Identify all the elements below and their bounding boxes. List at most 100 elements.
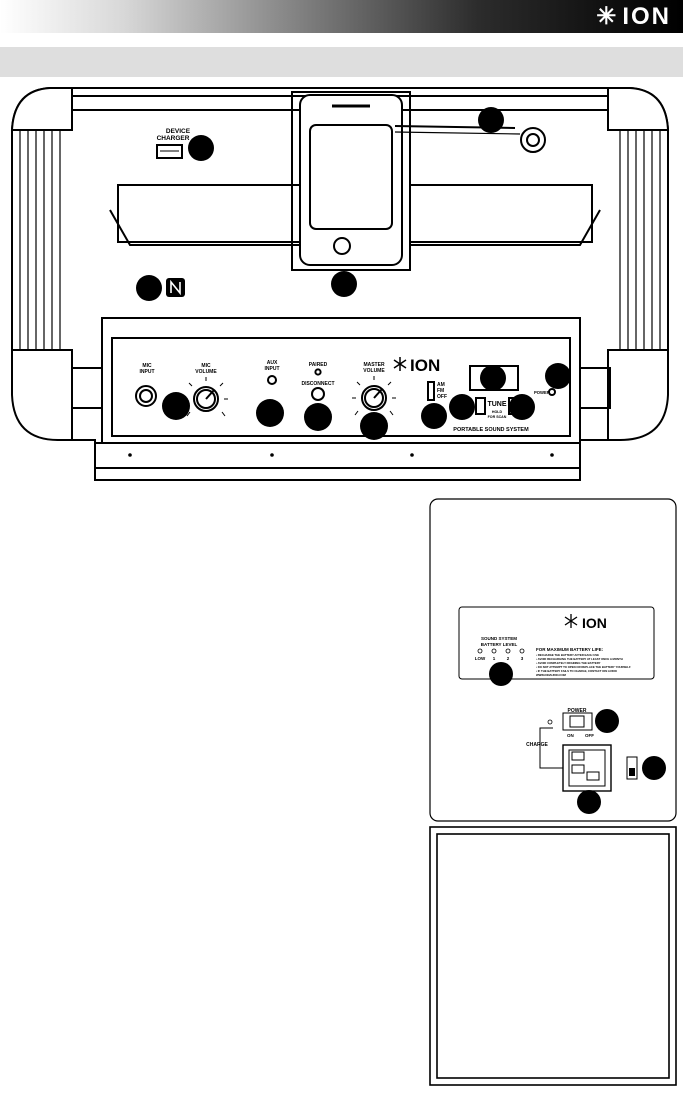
panel-starburst-icon [393, 357, 407, 371]
battery-label-1: SOUND SYSTEM [481, 636, 517, 641]
callout-voltage-switch [642, 756, 666, 780]
callout-dock [331, 271, 357, 297]
rear-panel-box [429, 498, 677, 822]
mic-input-label-2: INPUT [140, 369, 155, 375]
tip-6: WWW.IONAUDIO.COM [536, 673, 566, 677]
level-2: 2 [507, 656, 510, 661]
tip-4: • DO NOT ATTEMPT TO OPEN OR REPLACE THE … [536, 665, 631, 669]
callout-device-charger [188, 135, 214, 161]
level-low: LOW [475, 656, 486, 661]
device-charger-label-1: DEVICE [166, 128, 191, 135]
tip-2: • AVOID RECHARGING THE BATTERY AT LEAST … [536, 657, 623, 661]
callout-rear-power [595, 709, 619, 733]
band-fm-label: FM [437, 388, 444, 394]
phone-home-button [333, 237, 351, 255]
callout-battery-level [489, 662, 513, 686]
power-label: POWER [534, 390, 550, 395]
level-3: 3 [521, 656, 524, 661]
callouts-main [136, 107, 571, 440]
tune-down-button [475, 397, 486, 415]
mic-input-label-1: MIC [142, 363, 152, 369]
battery-label-plate [458, 606, 655, 680]
device-charger-label-2: CHARGER [157, 135, 190, 142]
phone-outline [299, 94, 403, 266]
power-rocker-switch [569, 715, 585, 728]
charge-led [547, 719, 553, 725]
usb-charger-port [156, 144, 183, 159]
battery-label-2: BATTERY LEVEL [481, 642, 518, 647]
power-led [548, 388, 556, 396]
aux-input-label-2: INPUT [265, 366, 280, 372]
paired-led [314, 368, 322, 376]
rear-power-label: POWER [568, 708, 587, 714]
control-panel-inner [111, 337, 571, 437]
panel-base [94, 442, 581, 469]
band-off-label: OFF [437, 394, 447, 400]
battery-leds [477, 648, 525, 654]
corner-cap-bottom-left [11, 349, 73, 441]
callout-ac-inlet [577, 790, 601, 814]
mic-volume-ticks [184, 377, 228, 417]
callout-display [480, 365, 506, 391]
tune-label: TUNE [487, 401, 506, 408]
corner-cap-top-right [607, 87, 670, 131]
mic-volume-label-1: MIC [201, 363, 211, 369]
header-bar: ✳ ION [0, 0, 683, 33]
aux-input-label-1: AUX [267, 360, 278, 366]
right-side-ribs [619, 130, 661, 350]
band-am-label: AM [437, 382, 445, 388]
ion-logo: ✳ ION [596, 3, 671, 30]
callout-aux-input [256, 399, 284, 427]
master-volume-label-1: MASTER [363, 362, 385, 368]
voltage-switch [626, 756, 638, 780]
hold-label-2: FOR SCAN [488, 415, 507, 419]
tips-title: FOR MAXIMUM BATTERY LIFE: [536, 647, 604, 652]
disconnect-button [311, 387, 325, 401]
callouts-rear [489, 662, 666, 814]
callout-power [545, 363, 571, 389]
base-screws [128, 453, 554, 457]
charge-label: CHARGE [526, 742, 548, 748]
corner-cap-top-left [10, 87, 73, 131]
nfc-icon [166, 278, 185, 297]
starburst-icon: ✳ [596, 3, 619, 30]
callout-master-volume [360, 412, 388, 440]
callout-disconnect [304, 403, 332, 431]
callout-tune-down [449, 394, 475, 420]
notes-box-inner [436, 833, 670, 1079]
callout-band-switch [421, 403, 447, 429]
tip-1: • RECHARGE THE BATTERY AFTER EACH USE [536, 653, 599, 657]
master-volume-knob [361, 385, 387, 411]
mic-input-jack [135, 385, 157, 407]
voltage-switch-toggle [629, 768, 635, 776]
aux-input-jack [267, 375, 277, 385]
panel-brand: ION [410, 356, 440, 375]
mic-volume-knob [193, 386, 219, 412]
callout-tune-up [509, 394, 535, 420]
tip-5: • IF THE BATTERY FAILS TO CHARGE, CONTAC… [536, 669, 618, 673]
plate-starburst-icon [564, 614, 578, 628]
callout-antenna [478, 107, 504, 133]
level-1: 1 [493, 656, 496, 661]
master-volume-label-2: VOLUME [363, 368, 385, 374]
hold-label-1: HOLD [492, 410, 503, 414]
ac-inlet [562, 744, 612, 792]
off-label: OFF [585, 733, 594, 738]
corner-cap-bottom-right [607, 349, 669, 441]
plate-brand: ION [582, 615, 607, 631]
antenna-base [520, 127, 546, 153]
left-side-ribs [19, 130, 61, 350]
power-switch-frame [562, 712, 593, 731]
tip-3: • AVOID COMPLETELY DRAINING THE BATTERY [536, 661, 601, 665]
phone-screen [309, 124, 393, 230]
notes-box-outer [429, 826, 677, 1086]
callout-mic-input [162, 392, 190, 420]
band-switch [427, 381, 435, 401]
tray-lip-right [410, 209, 601, 246]
tray-lip-left [109, 209, 300, 246]
disconnect-label: DISCONNECT [301, 381, 334, 387]
mic-volume-label-2: VOLUME [195, 369, 217, 375]
paired-label: PAIRED [309, 362, 328, 368]
